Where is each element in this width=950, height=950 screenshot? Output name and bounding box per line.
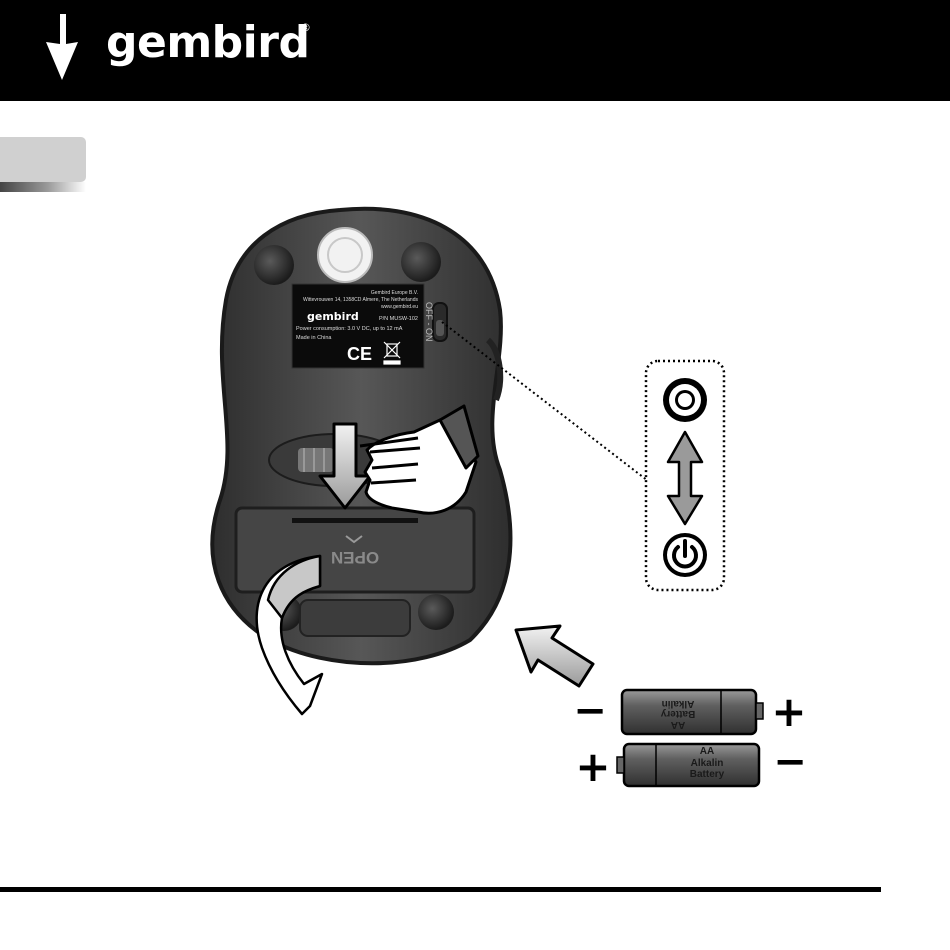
label-brand: gembird [307, 310, 359, 323]
insert-batteries-arrow-icon [516, 626, 593, 686]
label-website: www.gembird.eu [381, 304, 418, 310]
power-legend-box [646, 361, 724, 590]
footer-rule [0, 887, 881, 892]
battery-1-right-sign: + [771, 687, 806, 736]
battery-2-brand: Alkalin [691, 758, 724, 769]
label-address: Wittevrouwen 14, 1358CD Almere, The Neth… [303, 297, 418, 303]
product-label: Gembird Europe B.V. Wittevrouwen 14, 135… [292, 284, 424, 368]
label-part-number: P/N MUSW-102 [379, 316, 418, 322]
battery-1: Alkalin Battery AA − + [573, 687, 806, 736]
label-ce-mark: CE [347, 344, 372, 364]
battery-2-right-sign: − [773, 739, 807, 785]
switch-label: OFF - ON [424, 302, 434, 342]
battery-2-type: Battery [690, 769, 725, 780]
label-company: Gembird Europe B.V. [371, 290, 418, 296]
label-origin: Made in China [296, 335, 332, 341]
battery-1-type: Battery [660, 708, 695, 719]
mouse-foot [401, 242, 441, 282]
battery-1-brand: Alkalin [662, 698, 695, 709]
mouse-bottom-pad [300, 600, 410, 636]
battery-1-left-sign: − [573, 688, 607, 734]
battery-1-size: AA [671, 719, 685, 730]
battery-2: AA Alkalin Battery + − [575, 739, 806, 791]
power-off-ring-icon [663, 378, 707, 422]
sticker-seal [318, 228, 372, 282]
battery-2-size: AA [700, 746, 714, 757]
mouse-foot [418, 594, 454, 630]
mouse-foot [254, 245, 294, 285]
power-on-icon [663, 533, 707, 577]
power-switch[interactable] [433, 303, 447, 341]
battery-2-left-sign: + [575, 742, 610, 791]
label-power: Power consumption: 3.0 V DC, up to 12 mA [296, 326, 403, 332]
battery-cover-open-text: OPEN [331, 548, 379, 567]
